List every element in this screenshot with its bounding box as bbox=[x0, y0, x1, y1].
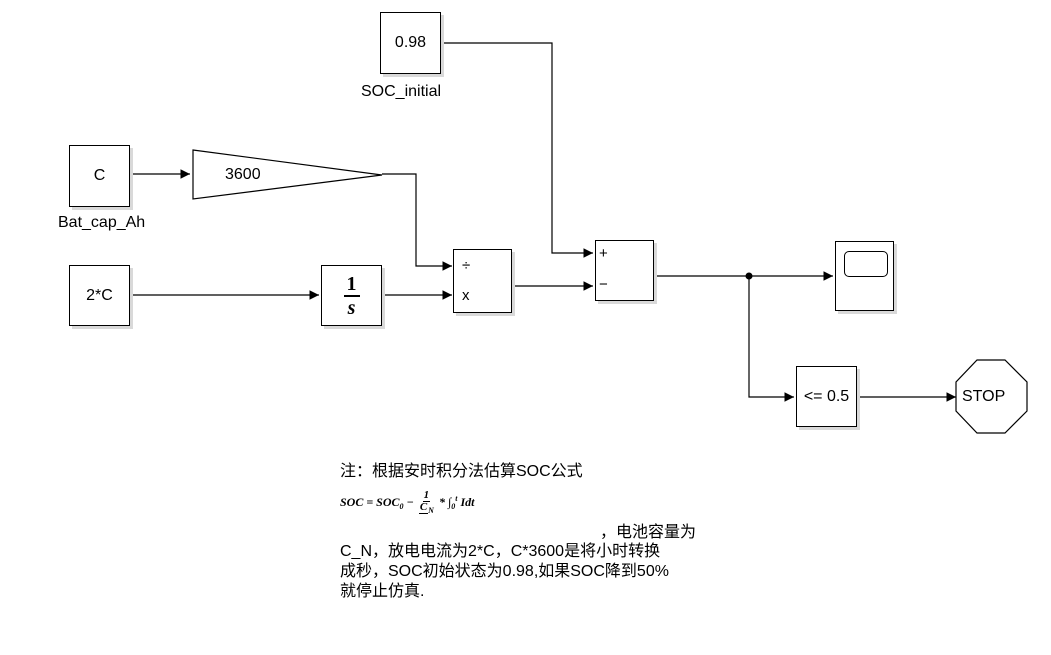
gain-block-shape bbox=[192, 149, 383, 200]
soc-initial-label: SOC_initial bbox=[361, 83, 442, 100]
formula-minus: − bbox=[403, 494, 417, 509]
note-line-1: 注：根据安时积分法估算SOC公式 bbox=[340, 463, 583, 480]
integrator-transfer-function: 1 s bbox=[343, 274, 360, 319]
integrator-denominator: s bbox=[347, 296, 356, 319]
current-value: 2*C bbox=[86, 286, 113, 304]
integrator-numerator: 1 bbox=[343, 274, 360, 297]
compare-value: <= 0.5 bbox=[803, 387, 850, 405]
stop-block-shape bbox=[955, 359, 1028, 434]
scope-icon bbox=[844, 251, 888, 277]
wire-gain-to-divide bbox=[382, 173, 452, 271]
branch-point bbox=[745, 272, 753, 280]
formula-int-sub: 0 bbox=[451, 502, 456, 512]
bat-cap-constant-block[interactable]: C bbox=[69, 145, 130, 207]
formula-frac-den: C bbox=[418, 501, 429, 514]
note-line-5: 就停止仿真. bbox=[340, 583, 425, 600]
soc-initial-constant-block[interactable]: 0.98 bbox=[380, 12, 441, 74]
formula-frac-den-sub: N bbox=[428, 506, 434, 516]
bat-cap-value: C bbox=[93, 167, 106, 184]
formula-int-sup: t bbox=[455, 493, 458, 503]
note-line-4: 成秒，SOC初始状态为0.98,如果SOC降到50% bbox=[340, 563, 669, 580]
formula-tail: Idt bbox=[457, 494, 475, 509]
formula-frac-num: 1 bbox=[422, 489, 431, 502]
wire-soc-initial-to-sum bbox=[441, 42, 593, 258]
divide-block[interactable] bbox=[453, 249, 512, 313]
note-line-3: C_N，放电电流为2*C，C*3600是将小时转换 bbox=[340, 543, 661, 560]
bat-cap-label: Bat_cap_Ah bbox=[58, 214, 146, 231]
divide-port-2: x bbox=[462, 287, 470, 304]
sum-port-plus: + bbox=[599, 245, 608, 262]
formula-lhs: SOC = SOC bbox=[340, 494, 400, 509]
wire-branch-to-compare bbox=[748, 276, 794, 402]
formula-sub0: 0 bbox=[399, 502, 404, 512]
divide-port-1: ÷ bbox=[462, 257, 471, 274]
compare-to-constant-block[interactable]: <= 0.5 bbox=[796, 366, 857, 427]
current-constant-block[interactable]: 2*C bbox=[69, 265, 130, 326]
note-line-2: ，电池容量为 bbox=[600, 524, 697, 541]
soc-initial-value: 0.98 bbox=[394, 34, 427, 51]
formula-rest: * ∫ bbox=[435, 494, 452, 509]
gain-value[interactable]: 3600 bbox=[225, 166, 261, 183]
scope-block[interactable] bbox=[835, 241, 894, 311]
stop-block-label[interactable]: STOP bbox=[962, 388, 1006, 405]
integrator-block[interactable]: 1 s bbox=[321, 265, 382, 326]
sum-port-minus: − bbox=[599, 276, 608, 293]
sum-block[interactable] bbox=[595, 240, 654, 301]
